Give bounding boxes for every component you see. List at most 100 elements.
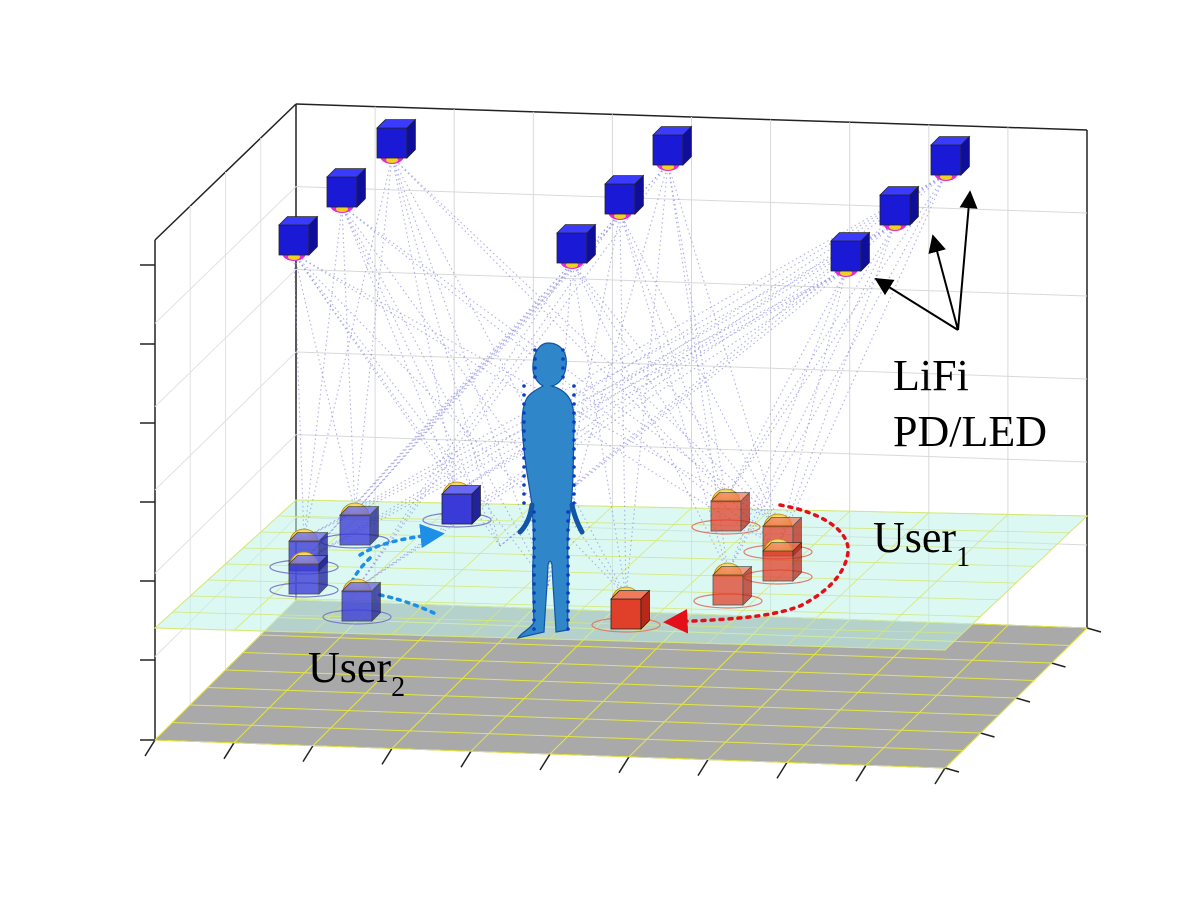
plane-grid-line bbox=[243, 547, 1034, 567]
link-ray bbox=[619, 212, 727, 499]
mesh-dot bbox=[572, 447, 576, 451]
axis-tick bbox=[934, 767, 946, 785]
lifi-label: LiFi bbox=[893, 351, 969, 400]
cube-side bbox=[369, 505, 379, 546]
cube-front bbox=[879, 194, 911, 226]
device-cube-icon bbox=[339, 502, 380, 546]
mesh-dot bbox=[566, 582, 570, 586]
floor-grid-line bbox=[154, 739, 946, 769]
mesh-dot bbox=[522, 429, 526, 433]
led-cube bbox=[278, 215, 319, 256]
plane-grid-line bbox=[190, 595, 981, 617]
mesh-dot bbox=[572, 411, 576, 415]
cube-side bbox=[356, 167, 366, 208]
wall-grid-line bbox=[295, 351, 1088, 380]
cube-front bbox=[441, 493, 473, 525]
cube-front bbox=[610, 598, 642, 630]
cube-side bbox=[909, 185, 919, 226]
link-ray bbox=[777, 223, 896, 549]
cube-front bbox=[556, 232, 588, 264]
axis-tick bbox=[460, 750, 472, 768]
device-cube-icon bbox=[710, 488, 751, 532]
mesh-dot bbox=[522, 501, 526, 505]
link-ray bbox=[341, 205, 549, 587]
cube-front bbox=[376, 127, 408, 159]
led-cube bbox=[326, 167, 367, 208]
mesh-dot bbox=[572, 474, 576, 478]
cube-front bbox=[278, 224, 310, 256]
device-cube-icon bbox=[341, 578, 382, 622]
plane-grid-line bbox=[225, 563, 1017, 584]
led-core bbox=[662, 164, 674, 170]
mesh-dot bbox=[522, 483, 526, 487]
mesh-dot bbox=[532, 510, 536, 514]
led-core bbox=[386, 157, 398, 163]
led-cube bbox=[930, 135, 971, 176]
axis-tick bbox=[223, 742, 235, 760]
led-module-icon bbox=[278, 215, 319, 261]
cube-side bbox=[471, 484, 481, 525]
led-module-icon bbox=[652, 125, 693, 171]
mesh-dot bbox=[532, 546, 536, 550]
user-devices bbox=[288, 481, 803, 630]
device-cube bbox=[339, 505, 380, 546]
mesh-dot bbox=[522, 456, 526, 460]
wall-grid-line bbox=[295, 186, 1088, 214]
device-cube-icon bbox=[762, 538, 803, 582]
mesh-dot bbox=[566, 564, 570, 568]
floor-grid-line bbox=[260, 634, 1052, 664]
mesh-dot bbox=[572, 492, 576, 496]
link-ray bbox=[571, 261, 727, 499]
mesh-dot bbox=[532, 537, 536, 541]
mesh-dot bbox=[532, 600, 536, 604]
axis-tick bbox=[855, 764, 867, 782]
wall-grid-line bbox=[295, 434, 1088, 463]
device-cube bbox=[288, 554, 329, 595]
human-figure-icon bbox=[516, 342, 585, 639]
mesh-dot bbox=[572, 429, 576, 433]
axis-tick bbox=[944, 767, 960, 773]
mesh-dot bbox=[533, 375, 537, 379]
mesh-dot bbox=[572, 402, 576, 406]
led-module-icon bbox=[604, 174, 645, 220]
led-module-icon bbox=[879, 185, 920, 231]
link-ray bbox=[354, 163, 669, 513]
mesh-dot bbox=[561, 366, 565, 370]
cube-front bbox=[652, 134, 684, 166]
receiver-plane-grid bbox=[154, 499, 1088, 651]
cube-side bbox=[640, 589, 650, 630]
link-ray bbox=[725, 269, 847, 499]
cube-front bbox=[604, 183, 636, 215]
device-cube bbox=[441, 484, 482, 525]
mesh-dot bbox=[561, 357, 565, 361]
user2-label-base: User bbox=[308, 643, 391, 692]
link-ray bbox=[547, 212, 621, 587]
cube-front bbox=[712, 574, 744, 606]
mesh-dot bbox=[532, 555, 536, 559]
plane-grid-line bbox=[295, 499, 1088, 517]
device-cube bbox=[341, 581, 382, 622]
link-ray bbox=[571, 261, 779, 524]
mesh-dot bbox=[522, 420, 526, 424]
axis-tick bbox=[980, 732, 995, 738]
device-cube bbox=[712, 565, 753, 606]
led-module-icon bbox=[830, 231, 871, 277]
user1-path bbox=[663, 503, 850, 634]
mesh-dot bbox=[522, 438, 526, 442]
led-cube bbox=[556, 223, 597, 264]
link-ray bbox=[356, 261, 573, 589]
mesh-dot bbox=[532, 519, 536, 523]
mesh-dot bbox=[532, 609, 536, 613]
ceiling-led-modules bbox=[278, 118, 971, 277]
plane-grid-line bbox=[260, 531, 1052, 550]
led-module-icon bbox=[326, 167, 367, 213]
led-module-icon bbox=[556, 223, 597, 269]
link-ray bbox=[354, 156, 393, 513]
mesh-dot bbox=[532, 573, 536, 577]
cube-side bbox=[634, 174, 644, 215]
mesh-dot bbox=[572, 384, 576, 388]
pd-led-label: PD/LED bbox=[893, 407, 1047, 456]
link-ray bbox=[571, 261, 729, 573]
lifi-link-rays bbox=[293, 156, 947, 597]
plane-grid-line bbox=[154, 627, 946, 651]
